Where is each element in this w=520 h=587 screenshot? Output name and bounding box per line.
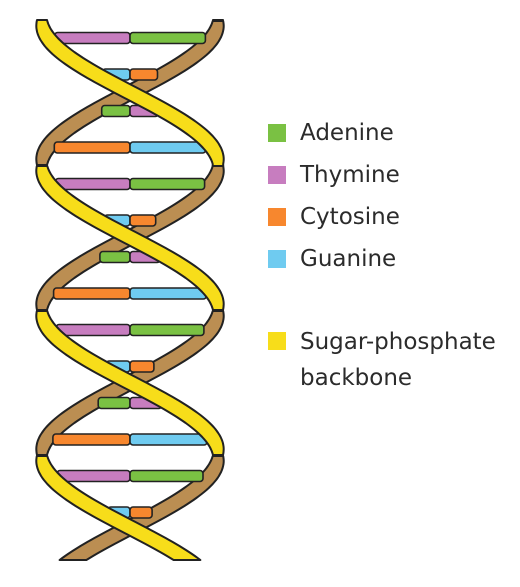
strand-b-front-segment [35,455,202,561]
cytosine-base [52,287,131,300]
cytosine-swatch [268,208,286,226]
sugar-phosphate-backbone-front [35,19,225,561]
legend-item-cytosine: Cytosine [268,200,513,242]
cytosine-base [129,506,153,519]
legend-label-adenine: Adenine [300,120,394,146]
strand-a-front-segment [35,310,225,456]
legend-label-backbone: Sugar-phosphate backbone [300,329,496,391]
legend-label-thymine: Thymine [300,162,400,188]
adenine-base [129,177,206,191]
adenine-swatch [268,124,286,142]
thymine-swatch [268,166,286,184]
dna-double-helix [35,19,225,561]
legend-item-guanine: Guanine [268,242,513,284]
strand-a-front-segment [35,19,225,167]
backbone-swatch [268,332,286,350]
adenine-base [129,469,204,483]
adenine-base [129,31,207,45]
cytosine-base [129,68,159,81]
legend: Adenine Thymine Cytosine Guanine Sugar-p… [268,116,513,391]
guanine-base [129,433,208,446]
legend-item-adenine: Adenine [268,116,513,158]
guanine-base [129,141,207,154]
adenine-base [97,396,131,410]
adenine-base [99,250,131,264]
guanine-base [129,287,208,300]
legend-item-backbone: Sugar-phosphate backbone [268,324,513,391]
thymine-base [53,31,131,45]
cytosine-base [52,433,131,446]
legend-item-thymine: Thymine [268,158,513,200]
legend-label-guanine: Guanine [300,246,397,272]
cytosine-base [129,360,155,373]
thymine-base [55,323,131,337]
cytosine-base [129,214,157,227]
guanine-swatch [268,250,286,268]
adenine-base [129,323,205,337]
adenine-base [100,104,131,118]
thymine-base [56,469,131,483]
strand-b-front-segment [35,165,225,311]
legend-label-cytosine: Cytosine [300,204,400,230]
thymine-base [54,177,131,191]
cytosine-base [53,141,131,154]
strand-a-back-segment [58,455,225,561]
